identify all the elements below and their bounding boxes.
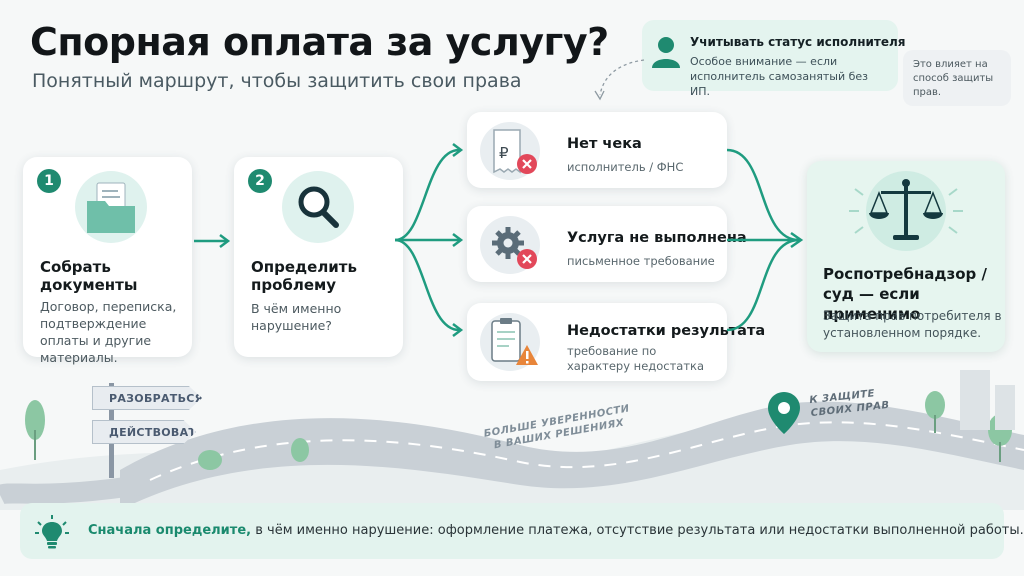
svg-text:₽: ₽ [499,144,509,162]
tip-text: Сначала определите, в чём именно нарушен… [88,523,1024,538]
note-title: Учитывать статус исполнителя [690,35,906,49]
issue-sub: исполнитель / ФНС [567,160,684,174]
step-card-collect: 1 Собрать документы Договор, переписка, … [23,157,192,365]
step-card-define: 2 Определить проблему В чём именно наруш… [234,157,403,357]
issue-title: Нет чека [567,136,642,152]
user-icon [652,37,680,68]
step-text: Договор, переписка, подтверждение оплаты… [40,299,177,365]
sign-act: ДЕЙСТВОВАТЬ [92,420,196,444]
step-number: 2 [248,169,272,193]
issue-card-defects: Недостатки результата требование по хара… [467,303,765,381]
executor-status-note: Учитывать статус исполнителя Особое вним… [642,20,905,98]
final-text: Защита прав потребителя в установленном … [823,309,1002,340]
sign-understand: РАЗОБРАТЬСЯ [92,386,202,410]
step-number: 1 [37,169,61,193]
lightbulb-icon [35,515,69,549]
dashed-connector [594,59,645,101]
magnifier-icon [282,171,354,243]
page-title: Спорная оплата за услугу? [30,20,609,64]
issue-title: Недостатки результата [567,323,766,339]
issue-sub: требование по характеру недостатка [567,344,705,373]
road-landscape [0,370,1024,510]
issue-sub: письменное требование [567,254,715,268]
page-subtitle: Понятный маршрут, чтобы защитить свои пр… [32,70,522,92]
tip-rest: в чём именно нарушение: оформление плате… [251,523,1024,538]
tree-icon [25,391,1012,470]
side-note: Это влияет на способ защиты прав. [903,50,1011,106]
scales-icon [849,171,963,251]
location-pin-icon [768,392,800,434]
final-title: Роспотребнадзор / суд — если применимо [823,265,987,323]
receipt-icon: ₽ [480,122,540,180]
folder-documents-icon [75,171,147,243]
signpost: РАЗОБРАТЬСЯ ДЕЙСТВОВАТЬ [92,378,207,478]
issue-card-not-done: Услуга не выполнена письменное требовани… [467,206,747,282]
step-title: Собрать документы [40,258,138,294]
tip-lead: Сначала определите, [88,523,252,538]
issue-title: Услуга не выполнена [567,230,747,246]
arrow-right-icon [194,234,231,248]
gear-icon [480,216,540,274]
final-card-authority: Роспотребнадзор / суд — если применимо З… [807,161,1005,352]
merge-arrows [727,148,804,332]
step-text: В чём именно нарушение? [251,301,342,333]
branch-arrows [395,143,464,337]
issue-card-no-receipt: ₽ Нет чека исполнитель / ФНС [467,112,727,188]
tip-bar: Сначала определите, в чём именно нарушен… [20,503,1024,559]
step-title: Определить проблему [251,258,357,294]
clipboard-warning-icon [480,313,540,371]
note-text: Особое внимание — если исполнитель самоз… [690,55,869,98]
